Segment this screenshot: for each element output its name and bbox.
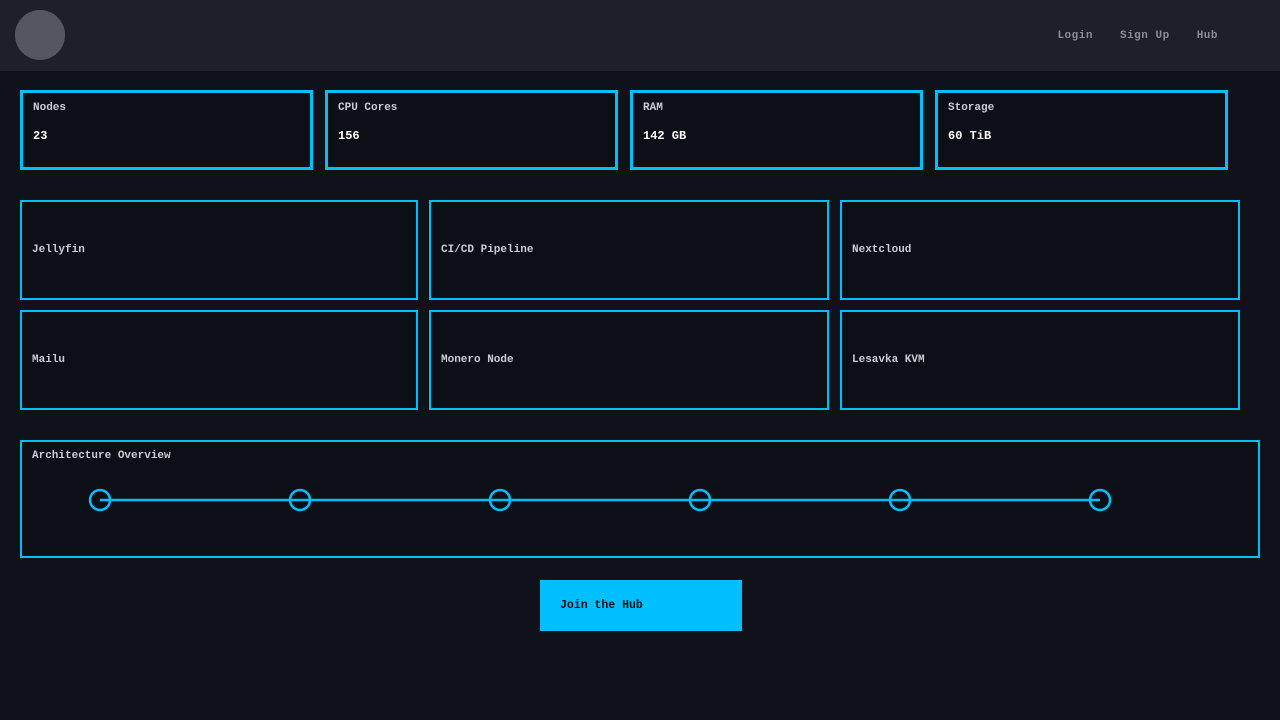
nav-links: Login Sign Up Hub (1057, 0, 1280, 71)
avatar-logo[interactable] (15, 10, 65, 60)
architecture-diagram (88, 488, 1112, 512)
stat-card-nodes: Nodes 23 (20, 90, 313, 170)
service-title: Mailu (32, 354, 66, 366)
service-title: Monero Node (441, 354, 514, 366)
service-card-mailu[interactable]: Mailu (20, 310, 418, 410)
service-title: CI/CD Pipeline (441, 244, 534, 256)
service-title: Jellyfin (32, 244, 85, 256)
stat-card-ram: RAM 142 GB (630, 90, 923, 170)
stat-card-cpu-cores: CPU Cores 156 (325, 90, 618, 170)
stats-row: Nodes 23 CPU Cores 156 RAM 142 GB Storag… (20, 90, 1228, 170)
service-card-nextcloud[interactable]: Nextcloud (840, 200, 1240, 300)
nav-link-hub[interactable]: Hub (1196, 29, 1218, 42)
architecture-title: Architecture Overview (32, 450, 171, 462)
service-card-jellyfin[interactable]: Jellyfin (20, 200, 418, 300)
nav-link-sign-up[interactable]: Sign Up (1119, 29, 1170, 42)
join-hub-button[interactable]: Join the Hub (540, 580, 742, 631)
architecture-card: Architecture Overview (20, 440, 1260, 558)
service-card-ci-cd-pipeline[interactable]: CI/CD Pipeline (429, 200, 829, 300)
stat-label: CPU Cores (338, 102, 398, 114)
stat-value: 60 TiB (948, 129, 992, 143)
stat-value: 156 (338, 129, 360, 143)
service-card-lesavka-kvm[interactable]: Lesavka KVM (840, 310, 1240, 410)
nav-link-login[interactable]: Login (1057, 29, 1093, 42)
services-grid: Jellyfin CI/CD Pipeline Nextcloud Mailu … (20, 200, 1240, 410)
navbar: Login Sign Up Hub (0, 0, 1280, 71)
service-title: Nextcloud (852, 244, 912, 256)
stat-value: 23 (33, 129, 48, 143)
stat-label: Storage (948, 102, 995, 114)
stat-card-storage: Storage 60 TiB (935, 90, 1228, 170)
service-card-monero-node[interactable]: Monero Node (429, 310, 829, 410)
stat-value: 142 GB (643, 129, 687, 143)
service-title: Lesavka KVM (852, 354, 925, 366)
stat-label: Nodes (33, 102, 67, 114)
stat-label: RAM (643, 102, 663, 114)
